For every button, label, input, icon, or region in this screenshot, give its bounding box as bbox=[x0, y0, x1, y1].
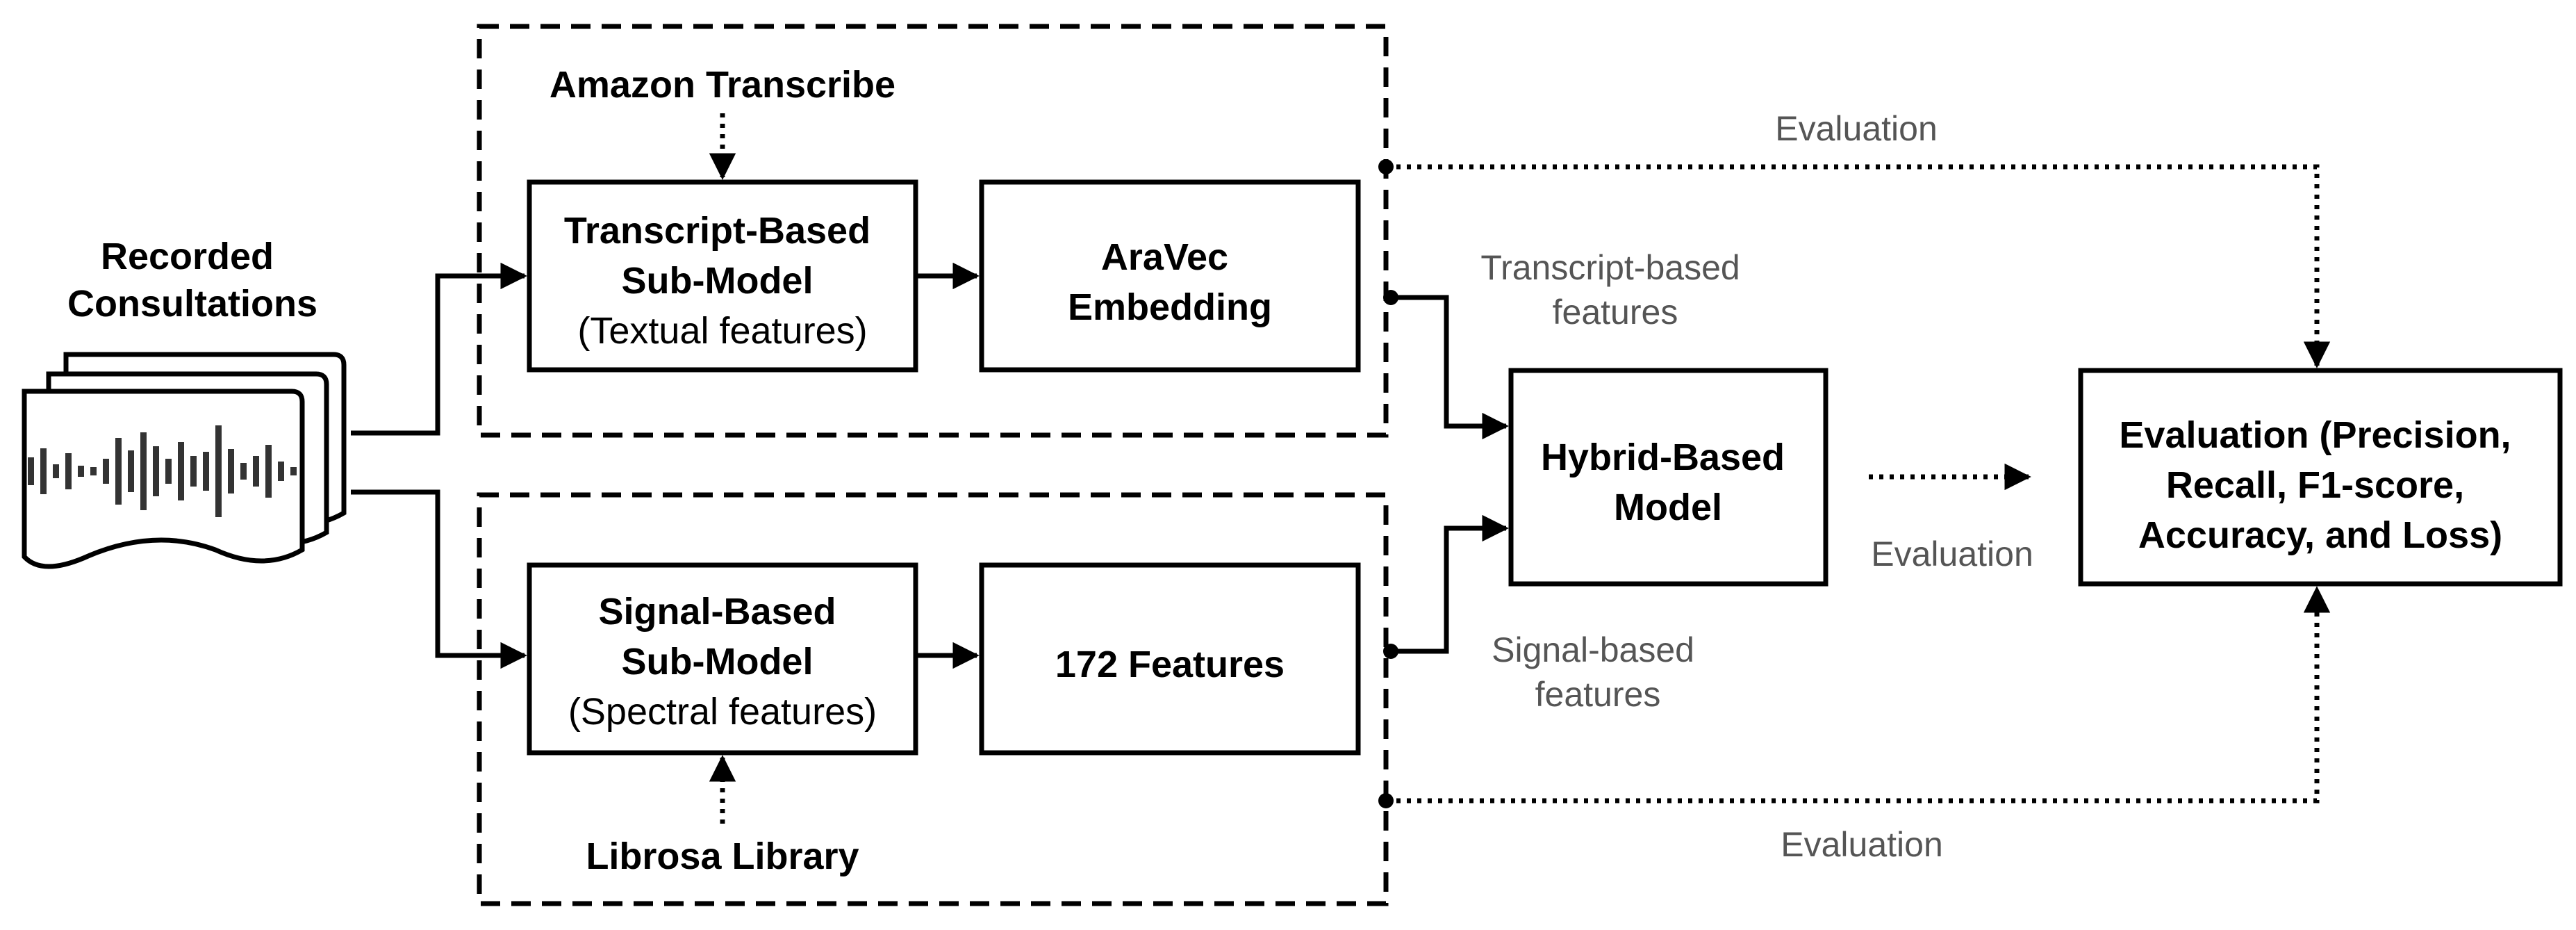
waveform-icon bbox=[28, 425, 297, 517]
arrow-features-to-hybrid bbox=[1391, 514, 1509, 654]
librosa-library-label: Librosa Library bbox=[586, 835, 859, 877]
arrow-audio-to-signal bbox=[351, 489, 527, 669]
evaluation-top-label: Evaluation bbox=[1775, 109, 1938, 148]
features-172-text: 172 Features bbox=[1055, 644, 1285, 685]
arrow-eval-top bbox=[1386, 164, 2331, 368]
evaluation-metrics-box bbox=[2078, 368, 2563, 587]
transcript-pipeline-group bbox=[477, 24, 1389, 438]
junction-dot-eval-bottom bbox=[1378, 793, 1394, 808]
arrow-audio-to-transcript bbox=[351, 262, 527, 436]
transcript-features-label: Transcript-based features bbox=[1480, 248, 1749, 332]
signal-features-label: Signal-based features bbox=[1492, 630, 1704, 714]
audio-waveform-stack-icon bbox=[22, 352, 347, 569]
evaluation-metrics-text: Evaluation (Precision, Recall, F1-score,… bbox=[2119, 414, 2521, 556]
junction-dot-eval-top bbox=[1378, 159, 1394, 174]
arrow-eval-bottom bbox=[1386, 586, 2331, 803]
aravec-embedding-box bbox=[979, 179, 1361, 373]
hybrid-model-box bbox=[1508, 368, 1828, 587]
amazon-transcribe-label: Amazon Transcribe bbox=[550, 64, 895, 106]
recorded-consultations-label: Recorded Consultations bbox=[67, 236, 317, 325]
transcript-submodel-text: Transcript-Based Sub-Model (Textual feat… bbox=[564, 210, 881, 352]
features-172-box bbox=[979, 562, 1361, 756]
hybrid-model-text: Hybrid-Based Model bbox=[1541, 437, 1795, 528]
arrow-aravec-to-hybrid bbox=[1391, 295, 1509, 440]
signal-submodel-box bbox=[527, 562, 918, 756]
evaluation-mid-label: Evaluation bbox=[1871, 535, 2033, 573]
junction-dot-signal bbox=[1383, 644, 1398, 659]
signal-pipeline-group bbox=[477, 492, 1389, 906]
signal-submodel-text: Signal-Based Sub-Model (Spectral feature… bbox=[568, 591, 877, 733]
junction-dot-transcript bbox=[1383, 290, 1398, 305]
transcript-submodel-box bbox=[527, 179, 918, 373]
evaluation-bottom-label: Evaluation bbox=[1781, 825, 1943, 864]
aravec-embedding-text: AraVec Embedding bbox=[1068, 236, 1272, 328]
